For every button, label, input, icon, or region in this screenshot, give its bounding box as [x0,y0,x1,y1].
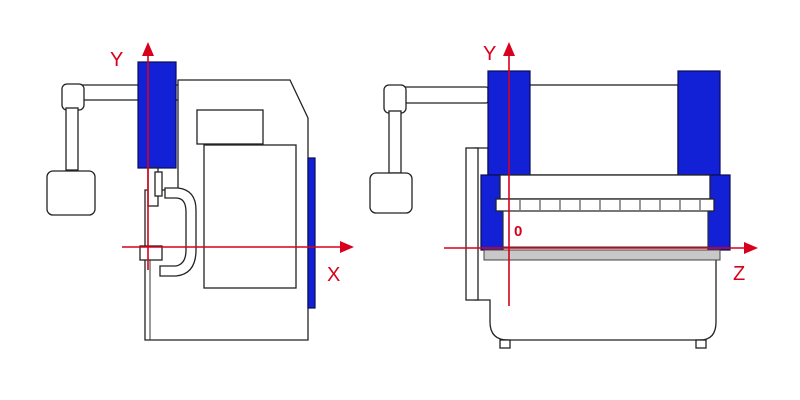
front-work-gap [502,210,709,248]
front-control-pendant [369,172,413,214]
front-left-column [465,147,479,301]
front-upper-beam [527,84,679,176]
side-rear-panel [307,157,316,309]
side-y-axis-label: Y [110,49,123,71]
side-view: Y X [46,42,354,341]
front-y-axis-label: Y [483,43,496,65]
front-bed [483,249,721,261]
front-punch-holder [495,198,715,212]
front-punch-clamps [519,200,701,210]
front-foot-right [695,339,707,349]
side-control-pendant [46,170,96,216]
front-y-axis: Y [483,42,515,306]
side-upper-ram [137,61,177,169]
front-right-upright [707,174,731,251]
side-electrical-cabinet [203,144,297,289]
front-view: Y Z 0 [369,42,758,349]
front-ram-beam [499,174,711,200]
side-cylinder-housing [196,109,264,145]
front-foot-left [499,339,511,349]
front-control-arm [383,84,489,174]
side-y-axis: Y [110,42,154,270]
front-right-cylinder [677,70,721,176]
side-x-axis: X [122,241,354,286]
front-origin-label: 0 [514,223,522,240]
front-z-axis-label: Z [733,263,745,285]
side-x-axis-label: X [327,264,340,286]
front-z-axis: Z [444,242,758,285]
